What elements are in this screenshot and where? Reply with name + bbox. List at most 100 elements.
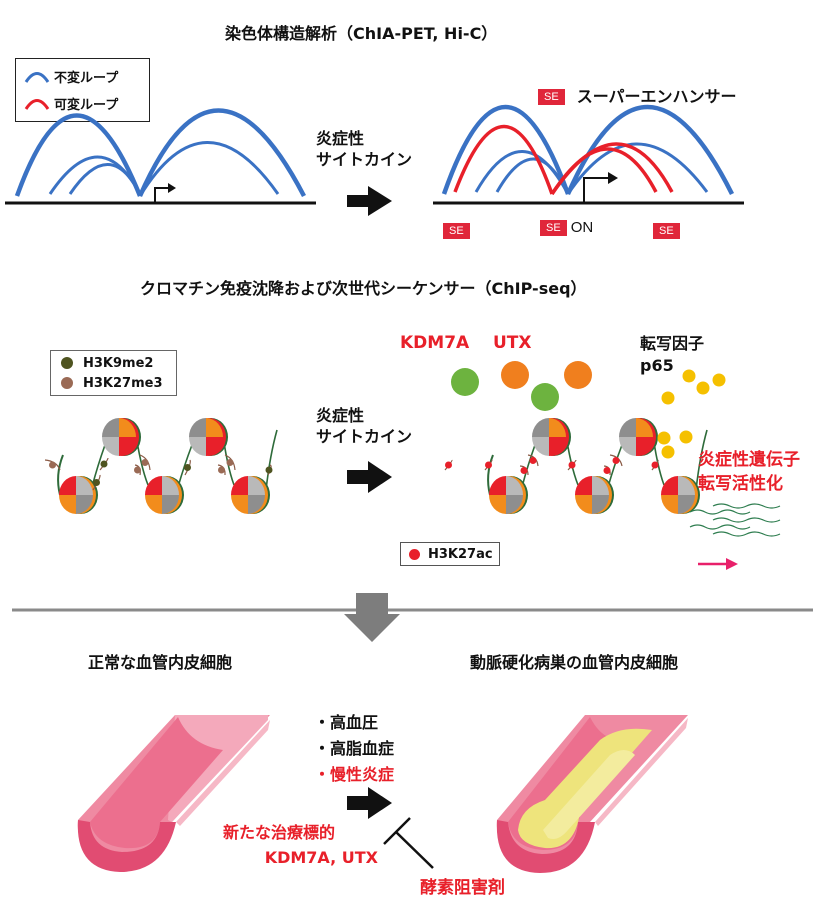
transcription-factor-label: 転写因子 p65 bbox=[640, 333, 704, 377]
nucleosome-quadrant bbox=[678, 495, 695, 514]
nucleosome-quadrant bbox=[636, 437, 653, 456]
utx-protein bbox=[501, 361, 529, 389]
legend-invariant-loop: 不変ループ bbox=[24, 65, 149, 87]
h3k27ac-label: H3K27ac bbox=[428, 546, 493, 562]
stimulus-line-2: サイトカイン bbox=[316, 427, 413, 446]
nucleosome-quadrant bbox=[575, 476, 592, 495]
chromosome-analysis-title: 染色体構造解析（ChIA-PET, Hi-C） bbox=[225, 24, 498, 43]
nucleosome-quadrant bbox=[532, 437, 549, 456]
nucleosome-quadrant bbox=[532, 418, 549, 437]
h3k27me3-dot-icon bbox=[61, 377, 73, 389]
legend-h3k27ac: H3K27ac bbox=[409, 543, 499, 565]
invariant-loop-after bbox=[566, 142, 709, 195]
h3k27me3-mark bbox=[134, 466, 141, 474]
chip-seq-title: クロマチン免疫沈降および次世代シーケンサー（ChIP-seq） bbox=[140, 279, 587, 298]
stimulus-label-2: 炎症性 サイトカイン bbox=[316, 405, 412, 447]
h3k27ac-mark bbox=[651, 461, 659, 469]
p65-protein bbox=[712, 373, 726, 387]
nucleosome-quadrant bbox=[506, 495, 523, 514]
p65-protein bbox=[657, 431, 671, 445]
stimulus-label-1: 炎症性 サイトカイン bbox=[316, 128, 412, 170]
on-label: ON bbox=[570, 219, 594, 236]
se-marker: SE bbox=[540, 219, 567, 236]
se-marker: SE bbox=[443, 223, 470, 239]
mrna-transcript bbox=[689, 509, 751, 515]
tss-arrow-after bbox=[583, 177, 612, 203]
nucleosome-quadrant bbox=[119, 418, 136, 437]
nucleosome-quadrant bbox=[592, 476, 609, 495]
target-line-2: KDM7A, UTX bbox=[264, 848, 378, 867]
nucleosome-quadrant bbox=[575, 495, 592, 514]
nucleosome-quadrant bbox=[59, 495, 76, 514]
legend-variable-label: 可変ループ bbox=[54, 97, 119, 113]
legend-h3k27me3: H3K27me3 bbox=[61, 373, 176, 393]
invariant-loop-before bbox=[137, 108, 306, 198]
h3k9me2-mark bbox=[184, 464, 191, 471]
risk-factor-item: ・高脂血症 bbox=[314, 739, 395, 758]
invariant-loop-after bbox=[441, 105, 571, 195]
nucleosome-quadrant bbox=[248, 495, 265, 514]
nucleosome-quadrant bbox=[189, 437, 206, 456]
stimulus-line-2: サイトカイン bbox=[316, 150, 413, 169]
super-enhancer-legend: SE スーパーエンハンサー bbox=[538, 86, 737, 107]
nucleosome-quadrant bbox=[248, 476, 265, 495]
p65-protein bbox=[661, 391, 675, 405]
transcription-arrowhead bbox=[726, 558, 738, 570]
loop-legend: 不変ループ 可変ループ bbox=[15, 58, 150, 122]
tf-label-line-2: p65 bbox=[640, 356, 674, 375]
nucleosome-quadrant bbox=[145, 495, 162, 514]
variable-loop-icon bbox=[24, 99, 50, 110]
nucleosome-quadrant bbox=[119, 437, 136, 456]
kdm7a-label: KDM7A bbox=[400, 333, 470, 353]
target-line-1: 新たな治療標的 bbox=[223, 823, 336, 842]
mrna-transcript bbox=[712, 503, 781, 509]
h3k27me3-mark bbox=[141, 459, 149, 466]
super-enhancer-label: スーパーエンハンサー bbox=[576, 87, 737, 106]
right-arrow-icon bbox=[347, 787, 392, 819]
se-badge-legend: SE bbox=[538, 88, 565, 105]
nucleosome-quadrant bbox=[636, 418, 653, 437]
nucleosome-quadrant bbox=[76, 495, 93, 514]
acetylation-legend: H3K27ac bbox=[400, 542, 500, 566]
risk-factor-item: ・高血圧 bbox=[314, 713, 379, 732]
nucleosome-quadrant bbox=[59, 476, 76, 495]
h3k27me3-mark bbox=[218, 466, 225, 474]
p65-protein bbox=[696, 381, 710, 395]
nucleosome-quadrant bbox=[678, 476, 695, 495]
right-arrow-icon bbox=[347, 461, 392, 493]
nucleosome-quadrant bbox=[489, 495, 506, 514]
kdm7a-protein bbox=[531, 383, 559, 411]
utx-protein bbox=[564, 361, 592, 389]
tss-arrowhead-after bbox=[608, 172, 618, 184]
stimulus-line-1: 炎症性 bbox=[316, 129, 365, 148]
nucleosome-quadrant bbox=[231, 476, 248, 495]
invariant-loop-before bbox=[68, 163, 142, 195]
nucleosome-quadrant bbox=[145, 476, 162, 495]
nucleosome-quadrant bbox=[619, 437, 636, 456]
h3k27me3-label: H3K27me3 bbox=[83, 375, 163, 391]
tss-arrowhead-before bbox=[168, 183, 176, 193]
tss-arrow-before bbox=[154, 187, 170, 203]
nucleosome-quadrant bbox=[206, 437, 223, 456]
p65-protein bbox=[679, 430, 693, 444]
h3k9me2-mark bbox=[93, 479, 100, 486]
gene-activation-label: 炎症性遺伝子 転写活性化 bbox=[698, 448, 800, 496]
lesion-cell-title: 動脈硬化病巣の血管内皮細胞 bbox=[470, 653, 679, 672]
h3k27ac-mark bbox=[568, 461, 576, 469]
invariant-loop-icon bbox=[24, 72, 50, 83]
nucleosome-quadrant bbox=[162, 476, 179, 495]
legend-h3k9me2: H3K9me2 bbox=[61, 353, 176, 373]
invariant-loop-before bbox=[14, 113, 143, 197]
nucleosome-quadrant bbox=[102, 418, 119, 437]
h3k27ac-mark bbox=[612, 457, 620, 464]
p65-protein bbox=[661, 445, 675, 459]
nucleosome-quadrant bbox=[549, 418, 566, 437]
h3k9me2-dot-icon bbox=[61, 357, 73, 369]
nucleosome-quadrant bbox=[162, 495, 179, 514]
